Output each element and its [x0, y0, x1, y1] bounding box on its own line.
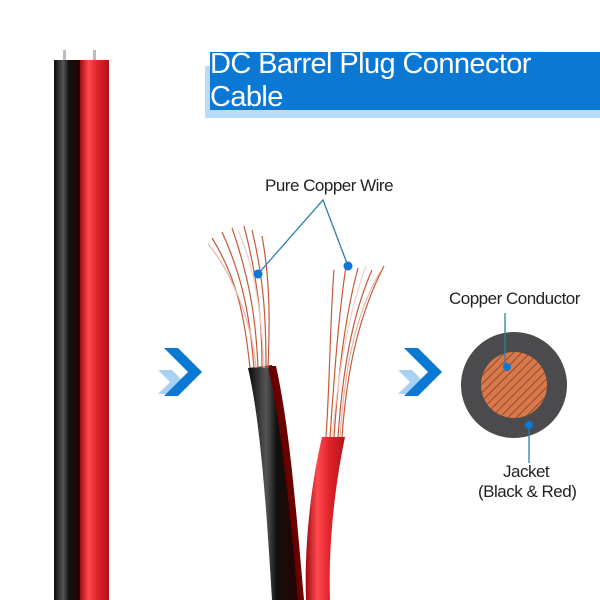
vertical-cable — [54, 50, 109, 600]
pure-copper-callout — [257, 198, 349, 275]
title-banner: DC Barrel Plug Connector Cable — [210, 48, 600, 113]
jacket-color-label: (Black & Red) — [478, 482, 577, 501]
callout-dot — [253, 269, 263, 279]
red-wire — [80, 60, 109, 600]
copper-core — [481, 352, 547, 418]
jacket-label: Jacket — [503, 462, 550, 481]
stripped-cable — [207, 198, 385, 600]
callout-dot — [343, 261, 353, 271]
red-wire-tip — [93, 50, 96, 60]
copper-strands-left — [207, 225, 270, 369]
black-jacket — [248, 365, 300, 600]
chevron-right-icon — [158, 348, 202, 396]
pure-copper-wire-label: Pure Copper Wire — [265, 176, 394, 195]
red-jacket — [305, 437, 345, 600]
cable-cross-section — [461, 313, 567, 463]
black-wire — [54, 60, 81, 600]
chevron-right-icon — [398, 348, 442, 396]
copper-conductor-label: Copper Conductor — [449, 289, 580, 308]
copper-strands-right — [325, 265, 385, 438]
page-title: DC Barrel Plug Connector Cable — [210, 48, 531, 113]
black-wire-tip — [63, 50, 66, 60]
